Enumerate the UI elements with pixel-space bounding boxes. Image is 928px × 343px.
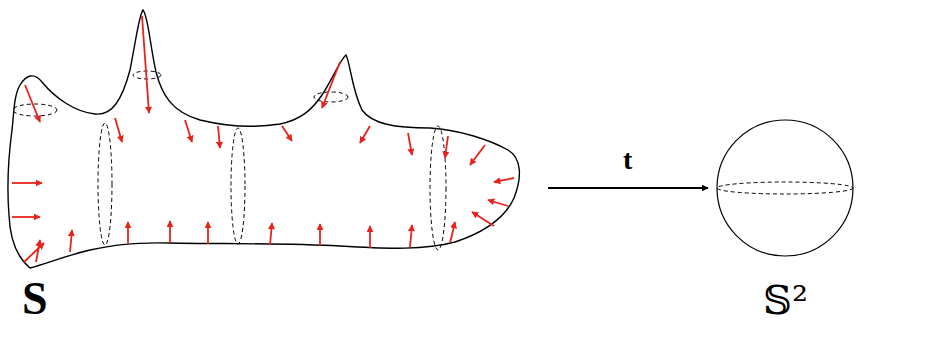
sphere-label: 𝕊² (763, 280, 808, 320)
normal-arrow (185, 120, 192, 142)
sphere-outline (717, 120, 853, 256)
normal-arrow (218, 126, 220, 148)
dashed-section (314, 92, 348, 102)
equator (717, 182, 853, 194)
normal-arrow (322, 62, 340, 108)
map-label: t (623, 146, 632, 174)
normal-arrow (488, 200, 508, 206)
normal-arrow (470, 145, 485, 165)
normal-arrow (115, 118, 122, 142)
normal-arrow (169, 221, 171, 243)
normal-arrow (319, 224, 321, 246)
surface-label: S (22, 276, 48, 322)
normal-arrow (369, 226, 371, 248)
normal-arrow (282, 126, 292, 141)
normal-arrow (408, 133, 412, 155)
normal-arrow (142, 16, 149, 113)
normal-arrow (410, 225, 412, 247)
normal-arrow (360, 126, 370, 143)
normal-arrow (445, 136, 448, 158)
normal-arrow (472, 212, 494, 226)
normal-arrow (207, 222, 209, 244)
normal-arrow (24, 243, 44, 262)
surface-outline (0, 0, 545, 343)
normal-arrow (25, 85, 40, 122)
normal-arrow (12, 216, 40, 218)
normal-arrow (494, 178, 514, 182)
normal-arrow (36, 240, 40, 262)
normal-arrow (270, 223, 272, 245)
normal-arrow (70, 230, 72, 252)
map-arrow (548, 187, 708, 189)
surface-outline (8, 10, 519, 268)
sphere-shape: 𝕊² (712, 100, 858, 340)
dashed-section (98, 123, 112, 245)
normal-arrow (127, 222, 129, 243)
dashed-section (430, 126, 446, 250)
dashed-section (231, 128, 245, 244)
surface-shape: S (0, 0, 545, 343)
normal-arrow (12, 182, 42, 184)
normal-arrow (450, 222, 455, 243)
